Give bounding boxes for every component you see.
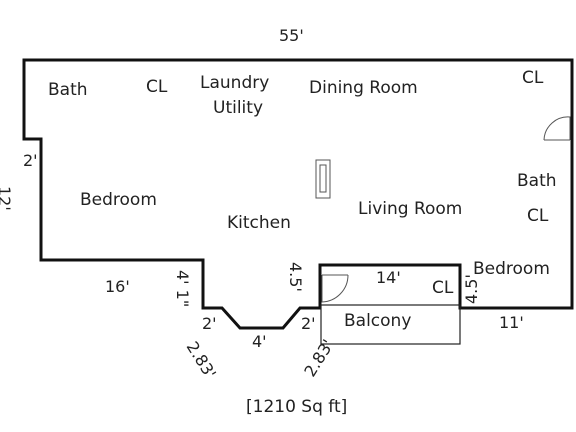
room-label-living-room: Living Room xyxy=(358,199,462,219)
dim-balcony-right-height: 4.5' xyxy=(462,274,481,304)
dim-notch-right-height: 4.5' xyxy=(286,262,305,292)
dim-notch-bottom: 4' xyxy=(252,332,267,351)
dim-left-upper: 2' xyxy=(23,151,38,170)
dim-notch-left-height: 4' 1" xyxy=(173,270,192,307)
bath-door-icon xyxy=(543,116,571,141)
dim-bottom-left: 16' xyxy=(105,277,130,296)
dim-notch-left-step: 2' xyxy=(202,314,217,333)
balcony-outline xyxy=(320,304,461,345)
room-label-laundry: Laundry xyxy=(200,73,269,93)
dim-left-height: 12' xyxy=(0,186,14,211)
outer-wall xyxy=(22,58,574,330)
room-label-bedroom-right: Bedroom xyxy=(473,259,550,279)
room-label-closet-left: CL xyxy=(146,77,168,97)
room-label-bedroom-left: Bedroom xyxy=(80,190,157,210)
dim-top-width: 55' xyxy=(279,26,304,45)
room-label-closet-balcony: CL xyxy=(432,278,454,298)
kitchen-sink-icon xyxy=(319,164,327,193)
dim-notch-diag-left: 2.83' xyxy=(183,338,220,382)
room-label-balcony: Balcony xyxy=(344,311,411,331)
room-label-closet-top-right: CL xyxy=(522,68,544,88)
room-label-bath-left: Bath xyxy=(48,80,88,100)
room-label-kitchen: Kitchen xyxy=(227,213,291,233)
dim-balcony-width: 14' xyxy=(376,268,401,287)
dim-notch-right-step: 2' xyxy=(301,314,316,333)
room-label-bath-right: Bath xyxy=(517,171,557,191)
room-label-closet-right: CL xyxy=(527,206,549,226)
dim-notch-diag-right: 2.83' xyxy=(300,336,337,380)
room-label-utility: Utility xyxy=(213,98,263,118)
dim-bottom-right: 11' xyxy=(499,313,524,332)
room-label-dining-room: Dining Room xyxy=(309,78,418,98)
balcony-door-icon xyxy=(321,274,349,303)
kitchen-island-icon xyxy=(315,159,331,199)
area-label: [1210 Sq ft] xyxy=(246,397,347,417)
